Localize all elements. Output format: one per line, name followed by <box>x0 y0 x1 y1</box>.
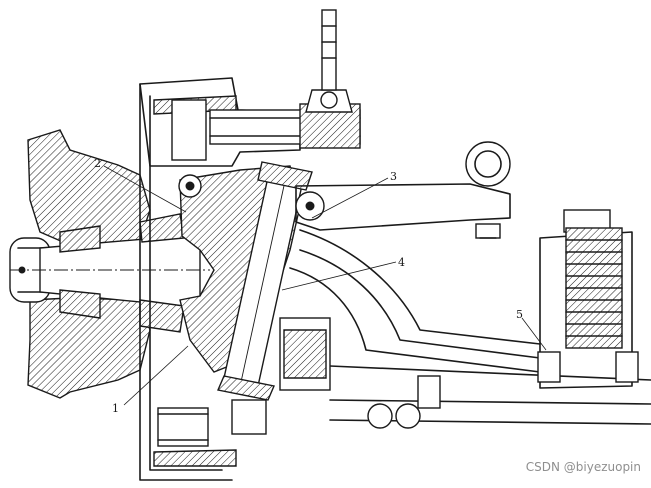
tie-rod-arm <box>295 141 511 239</box>
kingpin <box>217 161 313 401</box>
brake-drum <box>139 77 301 481</box>
callout-leaders <box>103 165 547 406</box>
upper-steering-arm <box>209 9 361 149</box>
lower-fittings <box>231 317 441 435</box>
leaf-spring <box>537 209 639 389</box>
callout-2: 2 <box>94 157 101 170</box>
spindle <box>10 213 210 333</box>
callout-1: 1 <box>112 402 119 415</box>
callout-5: 5 <box>516 308 523 321</box>
wheel-hub <box>9 129 151 399</box>
callout-4: 4 <box>398 256 405 269</box>
watermark: CSDN @biyezuopin <box>525 460 641 474</box>
callout-3: 3 <box>390 170 397 183</box>
